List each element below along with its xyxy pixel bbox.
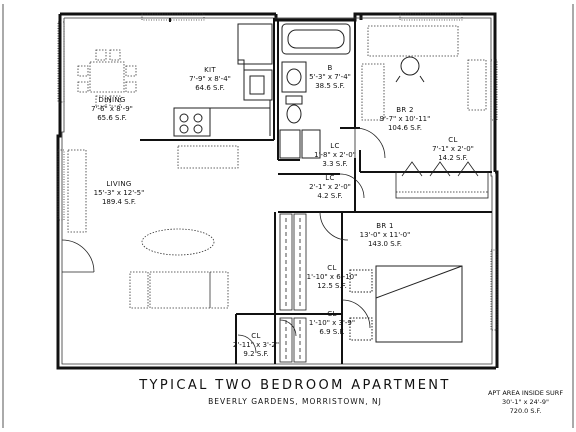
bath-fixtures — [279, 23, 351, 159]
room-dims: 5'-3" x 7'-4" — [309, 73, 351, 81]
room-area: 64.6 S.F. — [195, 84, 225, 92]
room-area: 143.0 S.F. — [367, 240, 403, 248]
plan-subtitle: BEVERLY GARDENS, MORRISTOWN, NJ — [208, 397, 382, 406]
room-name: LC — [330, 142, 340, 150]
room-dims: 1'-10" x 3'-9" — [308, 319, 356, 327]
room-area: 65.6 S.F. — [97, 114, 127, 122]
room-dims: 13'-0" x 11'-0" — [359, 231, 411, 239]
br2-closet — [395, 161, 489, 199]
br2-furniture — [361, 25, 487, 121]
apt-area-line2: 30'-1" x 24'-9" — [501, 398, 550, 406]
outer-walls — [56, 12, 499, 370]
room-label-dining: DINING 7'-6" x 8'-9" 65.6 S.F. — [82, 96, 142, 123]
room-name: BR 1 — [376, 222, 394, 230]
inner-wall-lines — [61, 17, 493, 365]
room-name: B — [327, 64, 333, 72]
room-name: DINING — [98, 96, 126, 104]
room-label-lc2: LC 2'-1" x 2'-0" 4.2 S.F. — [302, 174, 358, 201]
room-label-br1: BR 1 13'-0" x 11'-0" 143.0 S.F. — [350, 222, 420, 249]
room-label-br2: BR 2 9'-7" x 10'-11" 104.6 S.F. — [372, 106, 438, 133]
room-name: KIT — [204, 66, 216, 74]
room-name: BR 2 — [396, 106, 414, 114]
apt-area-line3: 720.0 S.F. — [509, 407, 542, 415]
room-label-kit: KIT 7'-9" x 8'-4" 64.6 S.F. — [180, 66, 240, 93]
room-dims: 1'-8" x 2'-0" — [314, 151, 356, 159]
room-label-lc1: LC 1'-8" x 2'-0" 3.3 S.F. — [312, 142, 358, 169]
room-name: CL — [327, 310, 337, 318]
interior-walls — [235, 20, 492, 364]
room-label-cl-hall: CL 2'-11" x 3'-2" 9.2 S.F. — [228, 332, 284, 359]
br1-bed — [349, 265, 463, 343]
room-area: 4.2 S.F. — [317, 192, 343, 200]
kitchen-walls — [140, 18, 275, 141]
room-area: 12.5 S.F. — [317, 282, 347, 290]
room-dims: 7'-1" x 2'-0" — [432, 145, 474, 153]
room-label-cl-small: CL 1'-10" x 3'-9" 6.9 S.F. — [304, 310, 360, 337]
room-dims: 1'-10" x 6'-10" — [306, 273, 358, 281]
room-name: LC — [325, 174, 335, 182]
room-dims: 2'-1" x 2'-0" — [309, 183, 351, 191]
room-label-bath: B 5'-3" x 7'-4" 38.5 S.F. — [302, 64, 358, 91]
plan-title: TYPICAL TWO BEDROOM APARTMENT — [139, 378, 451, 393]
room-label-cl-mid: CL 1'-10" x 6'-10" 12.5 S.F. — [304, 264, 360, 291]
dining-table — [77, 49, 137, 107]
room-name: CL — [327, 264, 337, 272]
closet-rods — [279, 213, 307, 363]
room-area: 38.5 S.F. — [315, 82, 345, 90]
apt-area-note: APT AREA INSIDE SURF 30'-1" x 24'-9" 720… — [478, 389, 573, 416]
windows — [57, 13, 498, 331]
room-area: 104.6 S.F. — [387, 124, 423, 132]
room-name: CL — [251, 332, 261, 340]
room-area: 6.9 S.F. — [319, 328, 345, 336]
br2-chair — [395, 56, 425, 83]
room-name: CL — [448, 136, 458, 144]
room-area: 3.3 S.F. — [322, 160, 348, 168]
room-name: LIVING — [106, 180, 132, 188]
room-area: 9.2 S.F. — [243, 350, 269, 358]
doors — [61, 127, 386, 354]
room-area: 14.2 S.F. — [438, 154, 468, 162]
room-dims: 7'-9" x 8'-4" — [189, 75, 231, 83]
apt-area-line1: APT AREA INSIDE SURF — [487, 389, 564, 397]
room-dims: 2'-11" x 3'-2" — [232, 341, 280, 349]
room-dims: 7'-6" x 8'-9" — [91, 105, 133, 113]
kitchen-counters — [173, 23, 273, 137]
room-label-cl-br2: CL 7'-1" x 2'-0" 14.2 S.F. — [424, 136, 482, 163]
room-area: 189.4 S.F. — [101, 198, 137, 206]
room-dims: 15'-3" x 12'-5" — [93, 189, 145, 197]
living-furniture — [67, 145, 239, 309]
room-dims: 9'-7" x 10'-11" — [379, 115, 431, 123]
room-label-living: LIVING 15'-3" x 12'-5" 189.4 S.F. — [84, 180, 154, 207]
